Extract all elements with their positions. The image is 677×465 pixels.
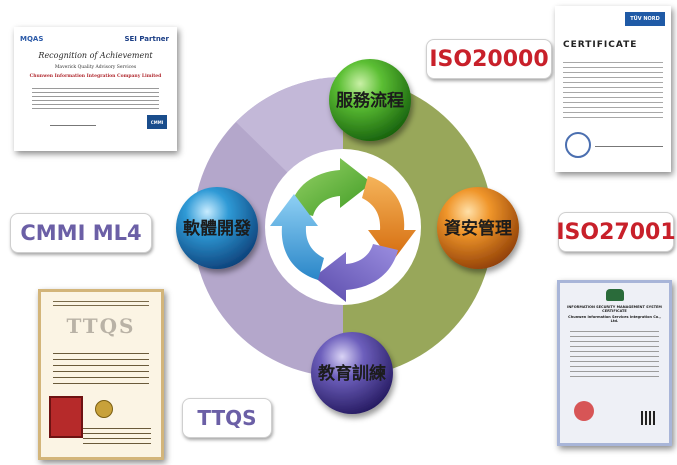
cert-footer-lines (83, 424, 151, 444)
process-right-label: 資安管理 (444, 218, 512, 239)
cert-medal (95, 400, 113, 418)
cmmi-label: CMMI ML4 (10, 213, 152, 253)
mqas-logo: MQAS (20, 35, 44, 43)
cert-heading: CERTIFICATE (563, 40, 638, 50)
process-right: 資安管理 (437, 187, 519, 269)
orange-arrow (362, 176, 416, 262)
cert-qr-code (641, 411, 655, 425)
cert-signature-line (50, 125, 96, 126)
cert-seal (565, 132, 591, 158)
sei-partner-logo: SEI Partner (124, 35, 169, 43)
ttqs-label: TTQS (182, 398, 272, 438)
cert-issuer: Maverick Quality Advisory Services (54, 65, 137, 70)
cert-body-lines (563, 58, 663, 122)
cert-company: Chunwen Information Services Integration… (568, 315, 661, 323)
orange-ball (437, 187, 519, 269)
green-ball (329, 59, 411, 141)
cert-footer-line (595, 146, 663, 147)
cert-company: Chunwen Information Integration Company … (29, 74, 162, 79)
process-top-label: 服務流程 (336, 90, 404, 111)
cert-emblem (606, 289, 624, 301)
iso27001-certificate: INFORMATION SECURITY MANAGEMENT SYSTEM C… (557, 280, 672, 446)
cert-red-seal (49, 396, 83, 438)
ttqs-mark: TTQS (66, 314, 136, 338)
process-bottom: 教育訓練 (311, 332, 393, 414)
cert-body-lines (53, 348, 149, 384)
cert-heading: Recognition of Achievement (38, 51, 153, 60)
tuv-nord-badge: TÜV NORD (625, 12, 665, 26)
cmmi-certificate: MQAS SEI Partner Recognition of Achievem… (14, 27, 177, 151)
process-left: 軟體開發 (176, 187, 258, 269)
blue-arrow (270, 194, 324, 280)
ttqs-certificate: TTQS (38, 289, 164, 460)
iso20000-certificate: TÜV NORD CERTIFICATE (555, 6, 671, 172)
iso20000-label: ISO20000 (426, 39, 552, 79)
process-top: 服務流程 (329, 59, 411, 141)
cert-body-lines (570, 327, 659, 377)
cert-title-lines (53, 298, 149, 308)
cycle-arrows (270, 158, 416, 302)
cert-red-seal (574, 401, 594, 421)
blue-ball (176, 187, 258, 269)
purple-arrow (314, 244, 398, 302)
cert-heading: INFORMATION SECURITY MANAGEMENT SYSTEM C… (567, 305, 662, 313)
iso27001-label: ISO27001 (556, 212, 676, 252)
process-left-label: 軟體開發 (183, 218, 251, 239)
green-arrow (290, 158, 372, 216)
purple-ball (311, 332, 393, 414)
cmmi-badge: CMMI (147, 115, 167, 129)
cert-body-lines (32, 85, 159, 109)
process-bottom-label: 教育訓練 (317, 363, 386, 384)
